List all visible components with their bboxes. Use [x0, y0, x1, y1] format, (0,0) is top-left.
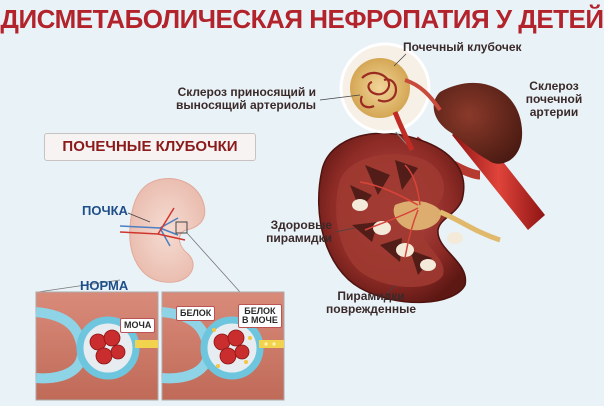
protein-in-urine-line-1: БЕЛОК — [244, 306, 276, 316]
damaged-pyramids-line-1: Пирамидки — [337, 289, 405, 303]
artery-sclerosis-label: Склероз почечной артерии — [512, 80, 596, 119]
norm-label: НОРМА — [80, 278, 129, 293]
urine-tag: МОЧА — [120, 318, 156, 333]
protein-in-urine-tag: БЕЛОК В МОЧЕ — [238, 304, 282, 328]
artery-sclerosis-line-3: артерии — [529, 105, 579, 119]
protein-in-urine-line-2: В МОЧЕ — [242, 315, 278, 325]
norm-panel — [35, 291, 159, 401]
healthy-pyramids-line-2: пирамидки — [266, 231, 332, 245]
artery-sclerosis-line-1: Склероз — [529, 79, 579, 93]
glomerulus-label: Почечный клубочек — [403, 40, 522, 54]
arteriole-sclerosis-line-1: Склероз приносящий и — [177, 85, 316, 99]
arteriole-sclerosis-label: Склероз приносящий и выносящий артериолы — [166, 86, 316, 112]
arteriole-sclerosis-line-2: выносящий артериолы — [176, 98, 316, 112]
glomerulus-zoom — [339, 42, 442, 152]
artery-sclerosis-line-2: почечной — [525, 92, 583, 106]
page-title: ДИСМЕТАБОЛИЧЕСКАЯ НЕФРОПАТИЯ У ДЕТЕЙ — [0, 4, 604, 34]
sclerotic-kidney — [433, 82, 523, 164]
small-kidney — [37, 178, 241, 293]
healthy-pyramids-label: Здоровые пирамидки — [250, 219, 332, 245]
healthy-pyramids-line-1: Здоровые — [270, 218, 332, 232]
sectioned-kidney — [318, 132, 501, 304]
damaged-pyramids-label: Пирамидки поврежденные — [316, 290, 426, 316]
protein-tag: БЕЛОК — [176, 306, 216, 321]
damaged-pyramids-line-2: поврежденные — [325, 302, 417, 316]
kidney-label: ПОЧКА — [82, 203, 128, 218]
section-label: ПОЧЕЧНЫЕ КЛУБОЧКИ — [44, 133, 256, 161]
